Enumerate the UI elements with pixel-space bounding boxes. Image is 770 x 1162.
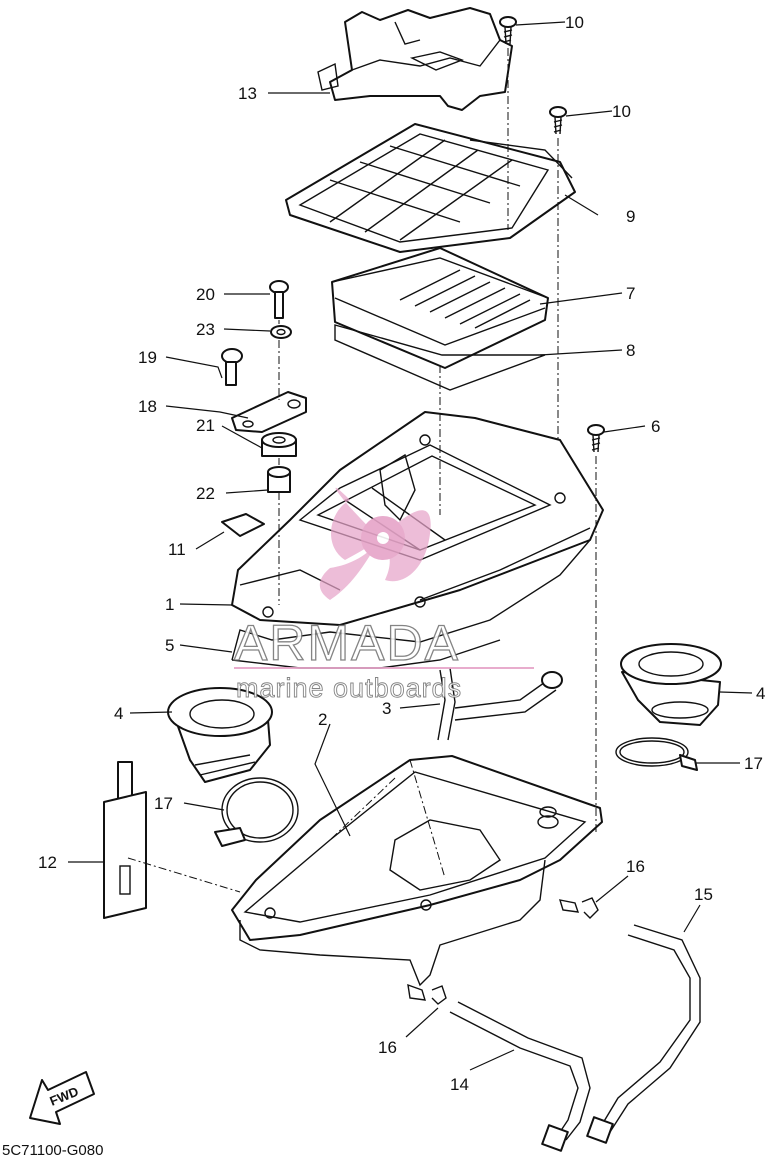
callout-9: 9 bbox=[626, 207, 635, 226]
callout-7: 7 bbox=[626, 284, 635, 303]
label-part-11 bbox=[221, 513, 265, 537]
callout-16-right: 16 bbox=[626, 857, 645, 876]
callout-18: 18 bbox=[138, 397, 157, 416]
filter-cover-part-9 bbox=[285, 123, 576, 253]
hose-clip-part-16-right bbox=[581, 897, 599, 919]
filter-gasket-part-8 bbox=[334, 324, 546, 391]
watermark-brand: ARMADA bbox=[234, 615, 460, 671]
callout-22: 22 bbox=[196, 484, 215, 503]
callout-11: 11 bbox=[168, 540, 186, 559]
breather-hose-part-3 bbox=[437, 667, 563, 741]
callout-6: 6 bbox=[651, 417, 660, 436]
callout-8: 8 bbox=[626, 341, 635, 360]
watermark-tagline: marine outboards bbox=[236, 673, 462, 703]
callout-labels: 13 10 10 9 7 8 20 23 19 18 21 6 22 11 1 … bbox=[38, 13, 765, 1094]
drawing-code: 5C71100-G080 bbox=[2, 1142, 103, 1159]
armada-watermark: ARMADA marine outboards bbox=[233, 487, 534, 703]
callout-10-mid: 10 bbox=[612, 102, 631, 121]
leader-lines bbox=[68, 21, 753, 1071]
grommet-part-21 bbox=[261, 432, 297, 457]
callout-10-top: 10 bbox=[565, 13, 584, 32]
callout-19: 19 bbox=[138, 348, 157, 367]
collar-part-22 bbox=[267, 466, 291, 493]
armada-logo-icon bbox=[319, 487, 431, 600]
hose-clamp-part-17-left bbox=[214, 777, 299, 847]
washer-part-23 bbox=[270, 325, 292, 339]
callout-12: 12 bbox=[38, 853, 57, 872]
intake-joint-part-4-left bbox=[167, 687, 273, 783]
forward-arrow: FWD bbox=[29, 1071, 95, 1125]
screw-part-10-top bbox=[499, 16, 517, 45]
callout-5: 5 bbox=[165, 636, 174, 655]
fwd-arrow-icon bbox=[29, 1071, 95, 1125]
callout-20: 20 bbox=[196, 285, 215, 304]
callout-21: 21 bbox=[196, 416, 215, 435]
hose-clamp-part-17-right bbox=[615, 737, 698, 771]
callout-14: 14 bbox=[450, 1075, 469, 1094]
plate-part-18 bbox=[231, 391, 307, 433]
callout-23: 23 bbox=[196, 320, 215, 339]
bolt-part-20 bbox=[269, 280, 289, 319]
intake-joint-part-4-right bbox=[620, 643, 722, 726]
callout-4-left: 4 bbox=[114, 704, 123, 723]
screw-part-19 bbox=[221, 348, 243, 386]
callout-3: 3 bbox=[382, 699, 391, 718]
callout-13: 13 bbox=[238, 84, 257, 103]
label-sheet-part-12 bbox=[103, 761, 147, 919]
callout-17-right: 17 bbox=[744, 754, 763, 773]
callout-16-bottom: 16 bbox=[378, 1038, 397, 1057]
drain-hose-part-15 bbox=[586, 924, 701, 1144]
drain-hose-part-14 bbox=[449, 1001, 591, 1152]
assembly-lines bbox=[127, 48, 597, 893]
screw-part-6 bbox=[587, 424, 605, 453]
callout-17-left: 17 bbox=[154, 794, 173, 813]
filter-element-part-7 bbox=[331, 247, 549, 369]
air-cleaner-case-lower-part-2 bbox=[231, 755, 603, 1001]
callout-1: 1 bbox=[165, 595, 174, 614]
callout-15: 15 bbox=[694, 885, 713, 904]
bracket-part-13 bbox=[317, 7, 513, 111]
callout-4-right: 4 bbox=[756, 684, 765, 703]
callout-2: 2 bbox=[318, 710, 327, 729]
screw-part-10-mid bbox=[549, 106, 567, 135]
hose-clip-part-16-bottom bbox=[431, 985, 447, 1005]
